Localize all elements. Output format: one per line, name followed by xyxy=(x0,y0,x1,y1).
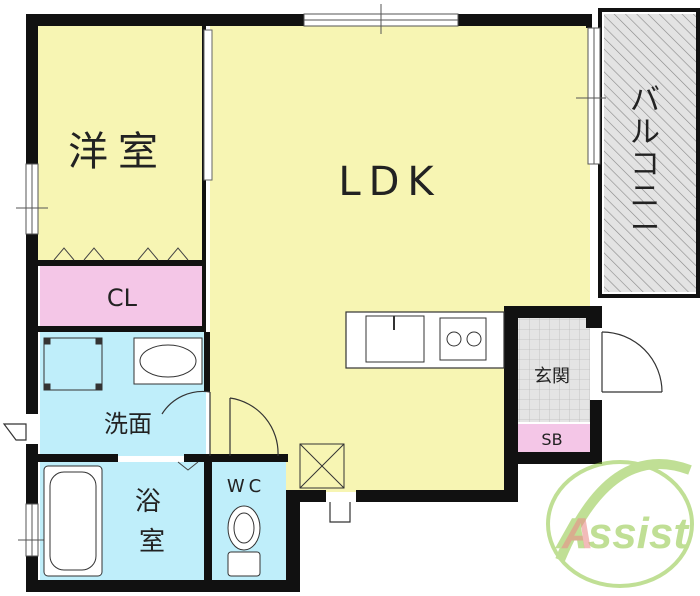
balcony-label-char: ル xyxy=(630,115,660,150)
shoe-box-fill xyxy=(514,424,590,452)
room-fills xyxy=(38,14,696,580)
toilet xyxy=(227,505,261,577)
room-label-closet: CL xyxy=(107,284,138,312)
balcony-fill xyxy=(604,14,696,292)
ldk-fill xyxy=(210,26,590,312)
stove xyxy=(439,317,487,361)
bathtub xyxy=(43,465,103,577)
balcony-label-char: バ xyxy=(630,83,660,118)
room-label-balcony: バルコニー xyxy=(630,83,660,246)
room-label-ldk: LDK xyxy=(338,159,441,205)
logo-accent-a: A xyxy=(561,509,594,558)
room-label-shoe-box: SB xyxy=(541,430,562,449)
western-room-fill xyxy=(38,26,206,264)
balcony-label-char: コ xyxy=(630,147,660,182)
room-label-washroom: 洗面 xyxy=(104,410,152,438)
wash-basin xyxy=(133,337,203,385)
refrigerator-space xyxy=(299,443,345,489)
washing-machine-space xyxy=(43,337,103,391)
logo-text: Assist xyxy=(555,509,690,558)
doors xyxy=(2,331,663,523)
balcony-label-char: ニ xyxy=(630,179,660,214)
room-label-entrance: 玄関 xyxy=(534,366,570,387)
burner-right xyxy=(466,331,482,347)
burner-left xyxy=(446,331,462,347)
entrance-fill xyxy=(514,318,590,422)
kitchen-counter xyxy=(345,311,505,369)
room-label-bathroom: 浴 室 xyxy=(135,487,169,557)
room-label-western: 洋室 xyxy=(68,129,168,175)
windows xyxy=(16,4,606,557)
closet-doors xyxy=(53,247,199,471)
assist-logo: Assist A xyxy=(546,459,694,588)
balcony-label-char: ー xyxy=(630,211,660,246)
sliding-partition xyxy=(203,29,213,181)
bathroom-label-char-2: 室 xyxy=(139,527,165,557)
closet-fill xyxy=(40,266,204,328)
bathroom-label-char-1: 浴 xyxy=(135,487,161,517)
room-label-wc: WC xyxy=(227,476,265,497)
